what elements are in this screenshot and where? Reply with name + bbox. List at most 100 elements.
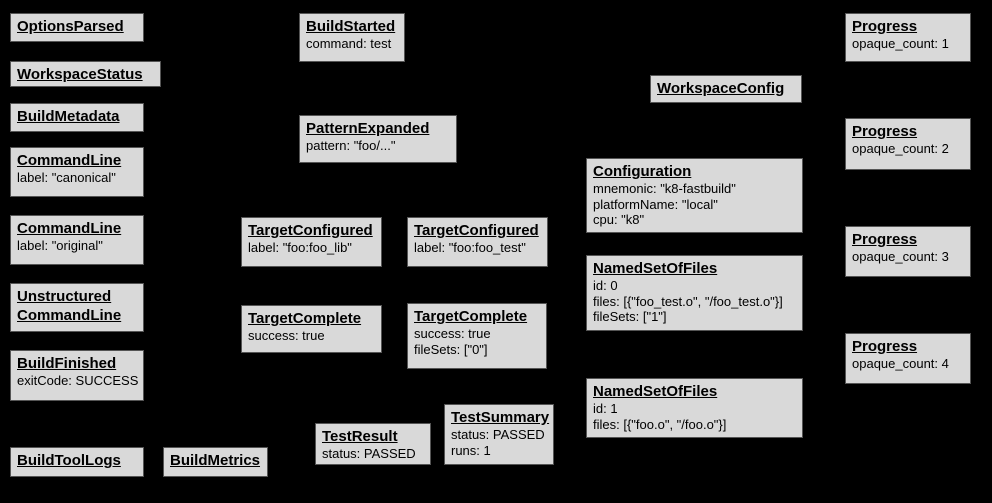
event-box-title: OptionsParsed [17, 17, 137, 36]
event-box-title: Progress [852, 122, 964, 141]
event-box-workspace-status: WorkspaceStatus [10, 61, 161, 87]
event-box-title: Configuration [593, 162, 796, 181]
event-box-title: BuildFinished [17, 354, 137, 373]
event-box-title: TestResult [322, 427, 424, 446]
event-box-title: BuildStarted [306, 17, 398, 36]
event-box-title-line: WorkspaceConfig [657, 80, 785, 97]
event-box-field: fileSets: ["1"] [593, 309, 667, 324]
event-box-field: status: PASSED [322, 446, 416, 461]
event-box-title-line: BuildFinished [17, 355, 117, 372]
event-box-title: TargetComplete [248, 309, 375, 328]
event-box-field: command: test [306, 36, 392, 51]
event-box-title-line: NamedSetOfFiles [593, 383, 718, 400]
event-box-field: id: 0 [593, 278, 618, 293]
event-box-title-line: Progress [852, 338, 918, 355]
event-box-title-line: WorkspaceStatus [17, 66, 143, 83]
event-box-title-line: CommandLine [17, 307, 122, 324]
event-box-title-line: Progress [852, 123, 918, 140]
event-box-title-line: Unstructured [17, 288, 112, 305]
event-box-title-line: OptionsParsed [17, 18, 124, 35]
event-box-workspace-config: WorkspaceConfig [650, 75, 802, 103]
event-box-build-metadata: BuildMetadata [10, 103, 144, 132]
event-box-title: TargetConfigured [248, 221, 375, 240]
event-box-field: runs: 1 [451, 442, 491, 458]
event-box-field: platformName: "local" [593, 196, 718, 212]
event-box-title-line: PatternExpanded [306, 120, 430, 137]
event-box-field: success: true [248, 328, 325, 343]
event-box-title-line: CommandLine [17, 152, 122, 169]
event-box-field: files: [{"foo_test.o", "/foo_test.o"}] [593, 293, 783, 309]
event-box-title: WorkspaceStatus [17, 65, 154, 84]
event-box-title-line: TestSummary [451, 409, 550, 426]
event-box-title: BuildMetrics [170, 451, 261, 470]
event-box-field: label: "canonical" [17, 170, 116, 185]
event-box-title-line: TargetComplete [248, 310, 362, 327]
event-box-field: cpu: "k8" [593, 212, 645, 227]
event-box-title: PatternExpanded [306, 119, 450, 138]
event-box-field: mnemonic: "k8-fastbuild" [593, 181, 736, 196]
event-box-title: NamedSetOfFiles [593, 259, 796, 278]
event-box-title: TargetComplete [414, 307, 540, 326]
event-box-title: BuildMetadata [17, 107, 137, 126]
event-box-title: TestSummary [451, 408, 550, 427]
event-box-title: Progress [852, 337, 964, 356]
event-box-field: status: PASSED [451, 427, 545, 442]
event-box-field: label: "original" [17, 238, 103, 253]
event-box-title: WorkspaceConfig [657, 79, 795, 98]
event-box-title-line: BuildStarted [306, 18, 396, 35]
event-box-title-line: TargetConfigured [248, 222, 373, 239]
event-box-title: CommandLine [17, 219, 137, 238]
event-box-title: Progress [852, 230, 964, 249]
event-box-title: TargetConfigured [414, 221, 541, 240]
event-box-field: opaque_count: 4 [852, 356, 949, 371]
event-box-title-line: Configuration [593, 163, 692, 180]
event-box-field: files: [{"foo.o", "/foo.o"}] [593, 416, 727, 432]
event-box-options-parsed: OptionsParsed [10, 13, 144, 42]
event-box-title-line: BuildToolLogs [17, 452, 121, 469]
event-box-title-line: Progress [852, 18, 918, 35]
event-box-title: Progress [852, 17, 964, 36]
event-box-field: pattern: "foo/..." [306, 138, 396, 153]
event-box-field: exitCode: SUCCESS [17, 373, 139, 388]
event-box-title-line: BuildMetadata [17, 108, 120, 125]
event-box-title-line: BuildMetrics [170, 452, 261, 469]
event-box-build-tool-logs: BuildToolLogs [10, 447, 144, 477]
event-box-field: id: 1 [593, 401, 618, 416]
event-box-field: opaque_count: 3 [852, 249, 949, 264]
event-box-build-metrics: BuildMetrics [163, 447, 268, 477]
event-box-title-line: TargetComplete [414, 308, 528, 325]
event-box-field: success: true [414, 326, 491, 341]
event-box-title: CommandLine [17, 151, 137, 170]
event-box-title: BuildToolLogs [17, 451, 137, 470]
event-box-title-line: TargetConfigured [414, 222, 539, 239]
event-box-field: opaque_count: 2 [852, 141, 949, 156]
event-box-field: fileSets: ["0"] [414, 341, 488, 357]
event-box-title: NamedSetOfFiles [593, 382, 796, 401]
event-box-field: opaque_count: 1 [852, 36, 949, 51]
event-box-title-line: TestResult [322, 428, 398, 445]
event-box-title-line: CommandLine [17, 220, 122, 237]
event-box-title-line: NamedSetOfFiles [593, 260, 718, 277]
event-box-title-line: Progress [852, 231, 918, 248]
